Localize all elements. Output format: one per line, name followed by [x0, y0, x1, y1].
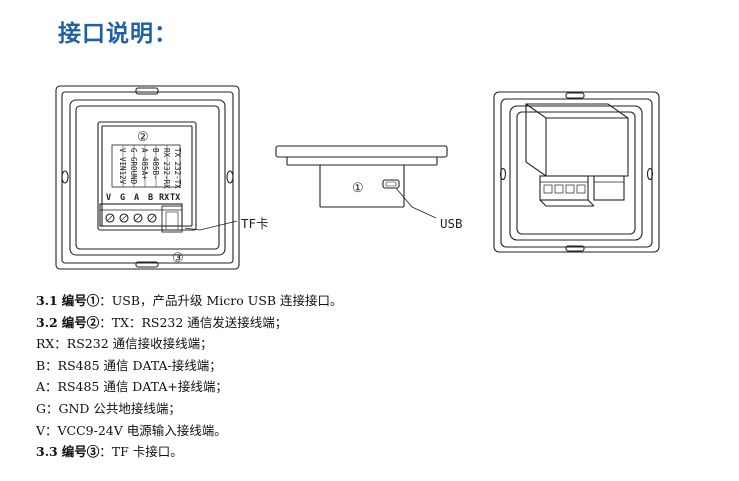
note-text: V：VCC9-24V 电源输入接线端。	[36, 422, 227, 438]
label-tf: TF卡	[241, 216, 269, 231]
module-print-text: G GROUND	[129, 148, 138, 185]
module-print-text: TX 232-TX	[173, 148, 182, 189]
terminal-label: TX	[170, 193, 180, 203]
interface-notes: 3.1 编号①：USB，产品升级 Micro USB 连接接口。 3.2 编号②…	[36, 290, 343, 463]
note-num: 3.3	[36, 444, 58, 460]
note-label: 编号③	[61, 444, 100, 460]
note-line: V：VCC9-24V 电源输入接线端。	[36, 420, 343, 442]
note-line: 3.2 编号②：TX：RS232 通信发送接线端；	[36, 312, 343, 334]
note-line: RX：RS232 通信接收接线端；	[36, 333, 343, 355]
note-line: 3.3 编号③：TF 卡接口。	[36, 441, 343, 463]
marker-2: ②	[137, 130, 149, 145]
marker-1: ①	[352, 181, 364, 196]
note-line: B：RS485 通信 DATA-接线端；	[36, 355, 343, 377]
marker-3: ③	[172, 251, 184, 266]
note-text: G：GND 公共地接线端；	[36, 400, 181, 416]
note-line: G：GND 公共地接线端；	[36, 398, 343, 420]
module-print-text: V VIN12V	[118, 148, 127, 185]
note-label: 编号①	[61, 293, 100, 308]
terminal-label: V	[106, 193, 111, 203]
module-print-text: A 485A+	[140, 148, 149, 180]
terminal-label: B	[148, 193, 153, 203]
note-num: 3.2	[36, 314, 58, 330]
note-line: A：RS485 通信 DATA+接线端；	[36, 376, 343, 398]
terminal-label: RX	[159, 193, 169, 203]
note-label: 编号②	[61, 314, 100, 330]
note-text: B：RS485 通信 DATA-接线端；	[36, 357, 222, 373]
terminal-label: G	[120, 193, 125, 203]
note-num: 3.1	[36, 293, 58, 308]
side-view: ① USB	[275, 145, 463, 231]
label-usb: USB	[440, 216, 463, 231]
page-title: 接口说明：	[58, 21, 178, 47]
module-print-text: RX 232-RX	[162, 148, 171, 189]
module-print-text: B 485B-	[151, 148, 160, 180]
note-text: RX：RS232 通信接收接线端；	[36, 336, 213, 352]
terminal-label: A	[134, 193, 139, 203]
note-text: A：RS485 通信 DATA+接线端；	[36, 379, 228, 395]
note-text: ：TF 卡接口。	[99, 444, 183, 460]
note-text: ：USB，产品升级 Micro USB 连接接口。	[99, 293, 343, 308]
note-line: 3.1 编号①：USB，产品升级 Micro USB 连接接口。	[36, 290, 343, 312]
perspective-view	[493, 91, 660, 253]
note-text: ：TX：RS232 通信发送接线端；	[99, 314, 288, 330]
